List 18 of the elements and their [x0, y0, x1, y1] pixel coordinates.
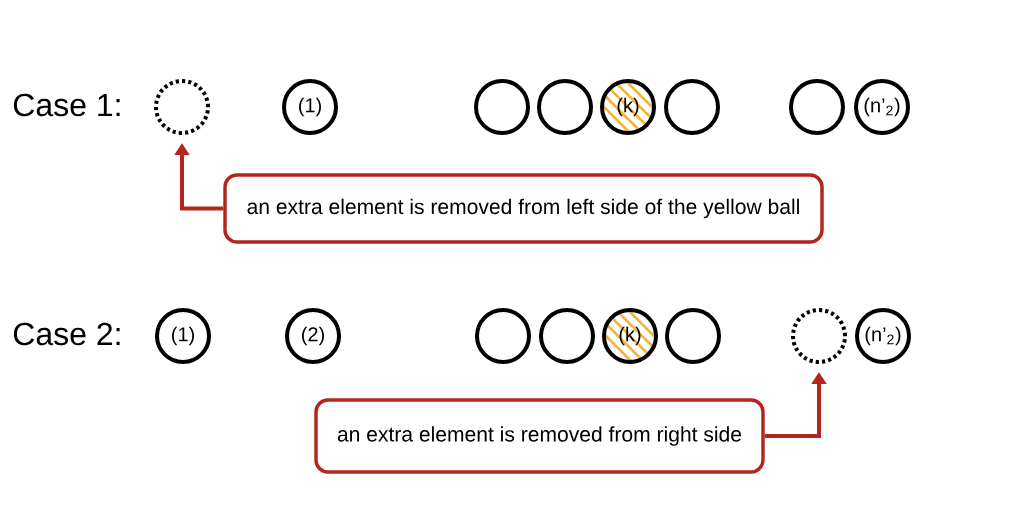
- dotted-circle: [154, 79, 210, 135]
- dotted-circle: [791, 308, 847, 364]
- ball: (n’$_{2}$): [855, 308, 911, 364]
- ball: (1): [155, 308, 211, 364]
- case-label: Case 2:: [13, 322, 120, 346]
- ball: (2): [285, 308, 341, 364]
- ball: (1): [282, 79, 338, 135]
- ball: [475, 308, 531, 364]
- ball: [539, 308, 595, 364]
- ball: [665, 308, 721, 364]
- case-label: Case 1:: [13, 93, 120, 117]
- ball: [537, 79, 593, 135]
- callout-box: an extra element is removed from right side: [314, 398, 765, 474]
- callout-box: an extra element is removed from left side of the yellow ball: [223, 173, 824, 244]
- ball: [474, 79, 530, 135]
- ball: (n’$_{2}$): [854, 79, 910, 135]
- ball: [664, 79, 720, 135]
- ball: [789, 79, 845, 135]
